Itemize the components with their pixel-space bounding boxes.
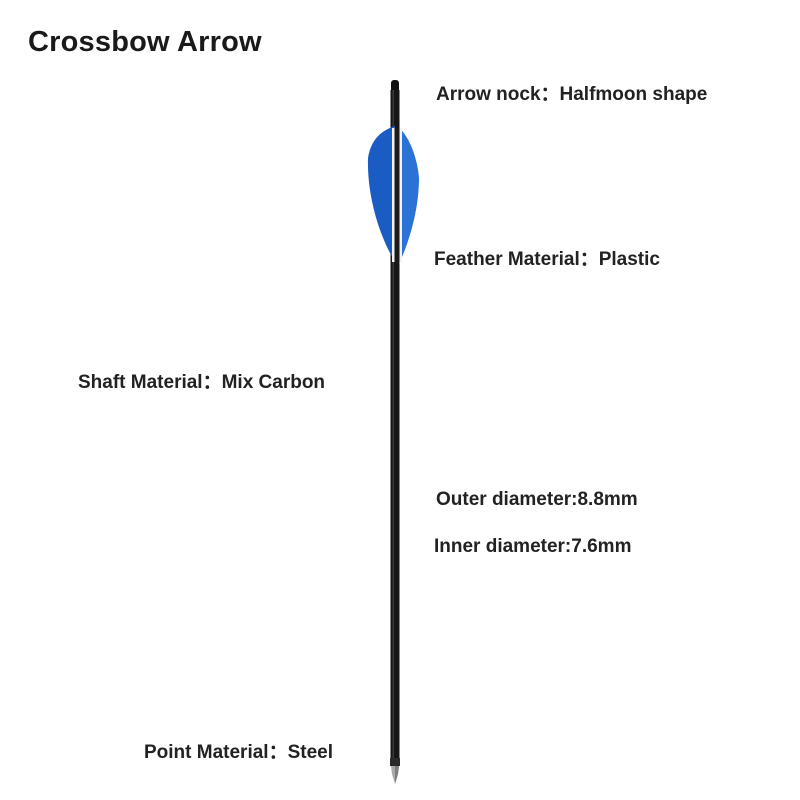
nock-spec-label: Arrow nock：Halfmoon shape (436, 84, 708, 105)
page-title: Crossbow Arrow (28, 26, 262, 58)
feather-spec-label: Feather Material：Plastic (434, 249, 660, 270)
arrow-point-collar (390, 758, 400, 766)
inner-diameter-label: Inner diameter:7.6mm (434, 536, 632, 557)
shaft-spec-label: Shaft Material：Mix Carbon (78, 372, 326, 393)
arrow-shaft (390, 90, 400, 762)
point-spec-label: Point Material：Steel (144, 742, 333, 763)
arrow-point-shade (395, 766, 399, 784)
arrow-shaft-highlight (392, 90, 394, 762)
arrow-vane-spine (394, 128, 400, 262)
outer-diameter-label: Outer diameter:8.8mm (436, 489, 638, 510)
crossbow-arrow-image (367, 80, 419, 784)
arrow-vane-left (367, 126, 395, 262)
arrow-vane-right (399, 128, 419, 264)
